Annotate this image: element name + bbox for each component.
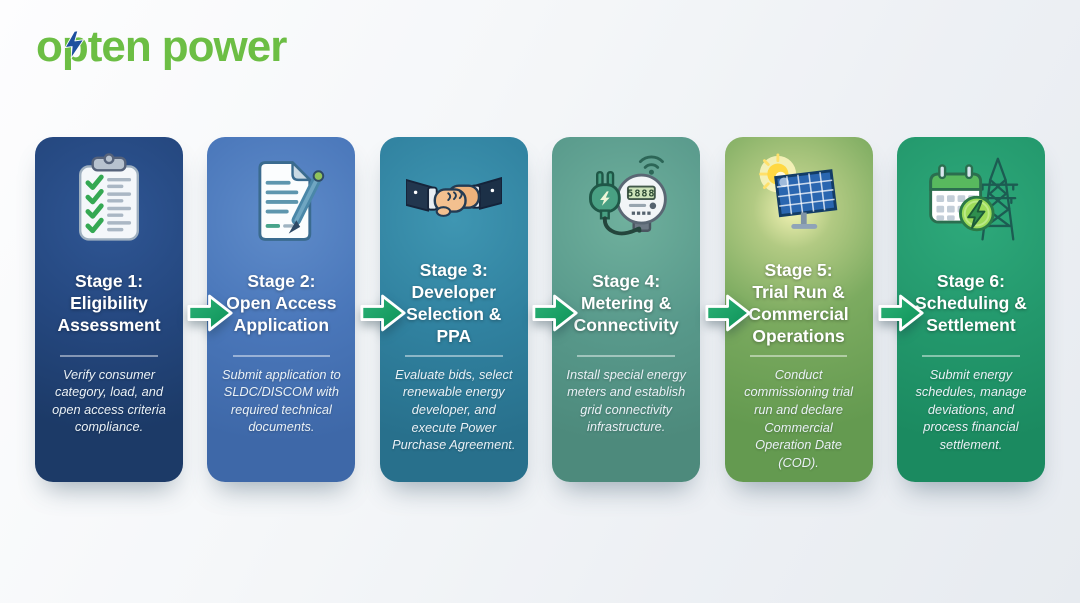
stage-title: Stage 6: Scheduling & Settlement (915, 270, 1027, 336)
stage-description: Install special energy meters and establ… (566, 366, 686, 435)
stage-flow: Stage 1: Eligibility Assessment Verify c… (35, 137, 1045, 482)
divider (232, 355, 331, 357)
arrow-icon (360, 294, 406, 332)
plug-smart-meter-icon: 5888 (578, 151, 674, 251)
stage-description: Submit energy schedules, manage deviatio… (915, 366, 1027, 453)
stage-description: Evaluate bids, select renewable energy d… (392, 366, 516, 453)
stage-title: Stage 2: Open Access Application (226, 270, 337, 336)
stage-title: Stage 1: Eligibility Assessment (57, 270, 161, 336)
logo-text: o (36, 22, 63, 71)
stage-card-5: Stage 5: Trial Run & Commercial Operatio… (724, 137, 873, 482)
divider (749, 355, 848, 357)
stage-card-2: Stage 2: Open Access Application Submit … (207, 137, 356, 482)
stage-description: Conduct commissioning trial run and decl… (744, 366, 853, 470)
divider (60, 355, 158, 357)
lightning-bolt-icon (64, 30, 84, 59)
stage-title: Stage 3: Developer Selection & PPA (406, 260, 502, 347)
arrow-icon (705, 294, 751, 332)
stage-description: Submit application to SLDC/DISCOM with r… (221, 366, 341, 435)
stage-card-4: 5888 Stage 4: Metering & Connectivity In… (552, 137, 701, 482)
stage-title: Stage 5: Trial Run & Commercial Operatio… (748, 260, 849, 347)
arrow-icon (187, 294, 233, 332)
document-pen-icon (233, 151, 329, 251)
divider (577, 355, 675, 357)
logo-text: power (161, 22, 288, 71)
stage-card-1: Stage 1: Eligibility Assessment Verify c… (35, 137, 183, 482)
solar-panel-sun-icon (751, 151, 847, 251)
brand-logo: optenpower (36, 22, 288, 72)
clipboard-checklist-icon (61, 151, 157, 251)
stage-card-6: Stage 6: Scheduling & Settlement Submit … (896, 137, 1045, 482)
stage-description: Verify consumer category, load, and open… (52, 366, 166, 435)
divider (922, 355, 1020, 357)
stage-title: Stage 4: Metering & Connectivity (573, 270, 679, 336)
arrow-icon (532, 294, 578, 332)
stage-card-3: Stage 3: Developer Selection & PPA Evalu… (379, 137, 528, 482)
divider (404, 355, 503, 357)
meter-reading: 5888 (627, 189, 655, 200)
calendar-tower-bolt-icon (923, 151, 1019, 251)
arrow-icon (878, 294, 924, 332)
handshake-icon (405, 151, 502, 251)
logo-text: ten (87, 22, 152, 71)
